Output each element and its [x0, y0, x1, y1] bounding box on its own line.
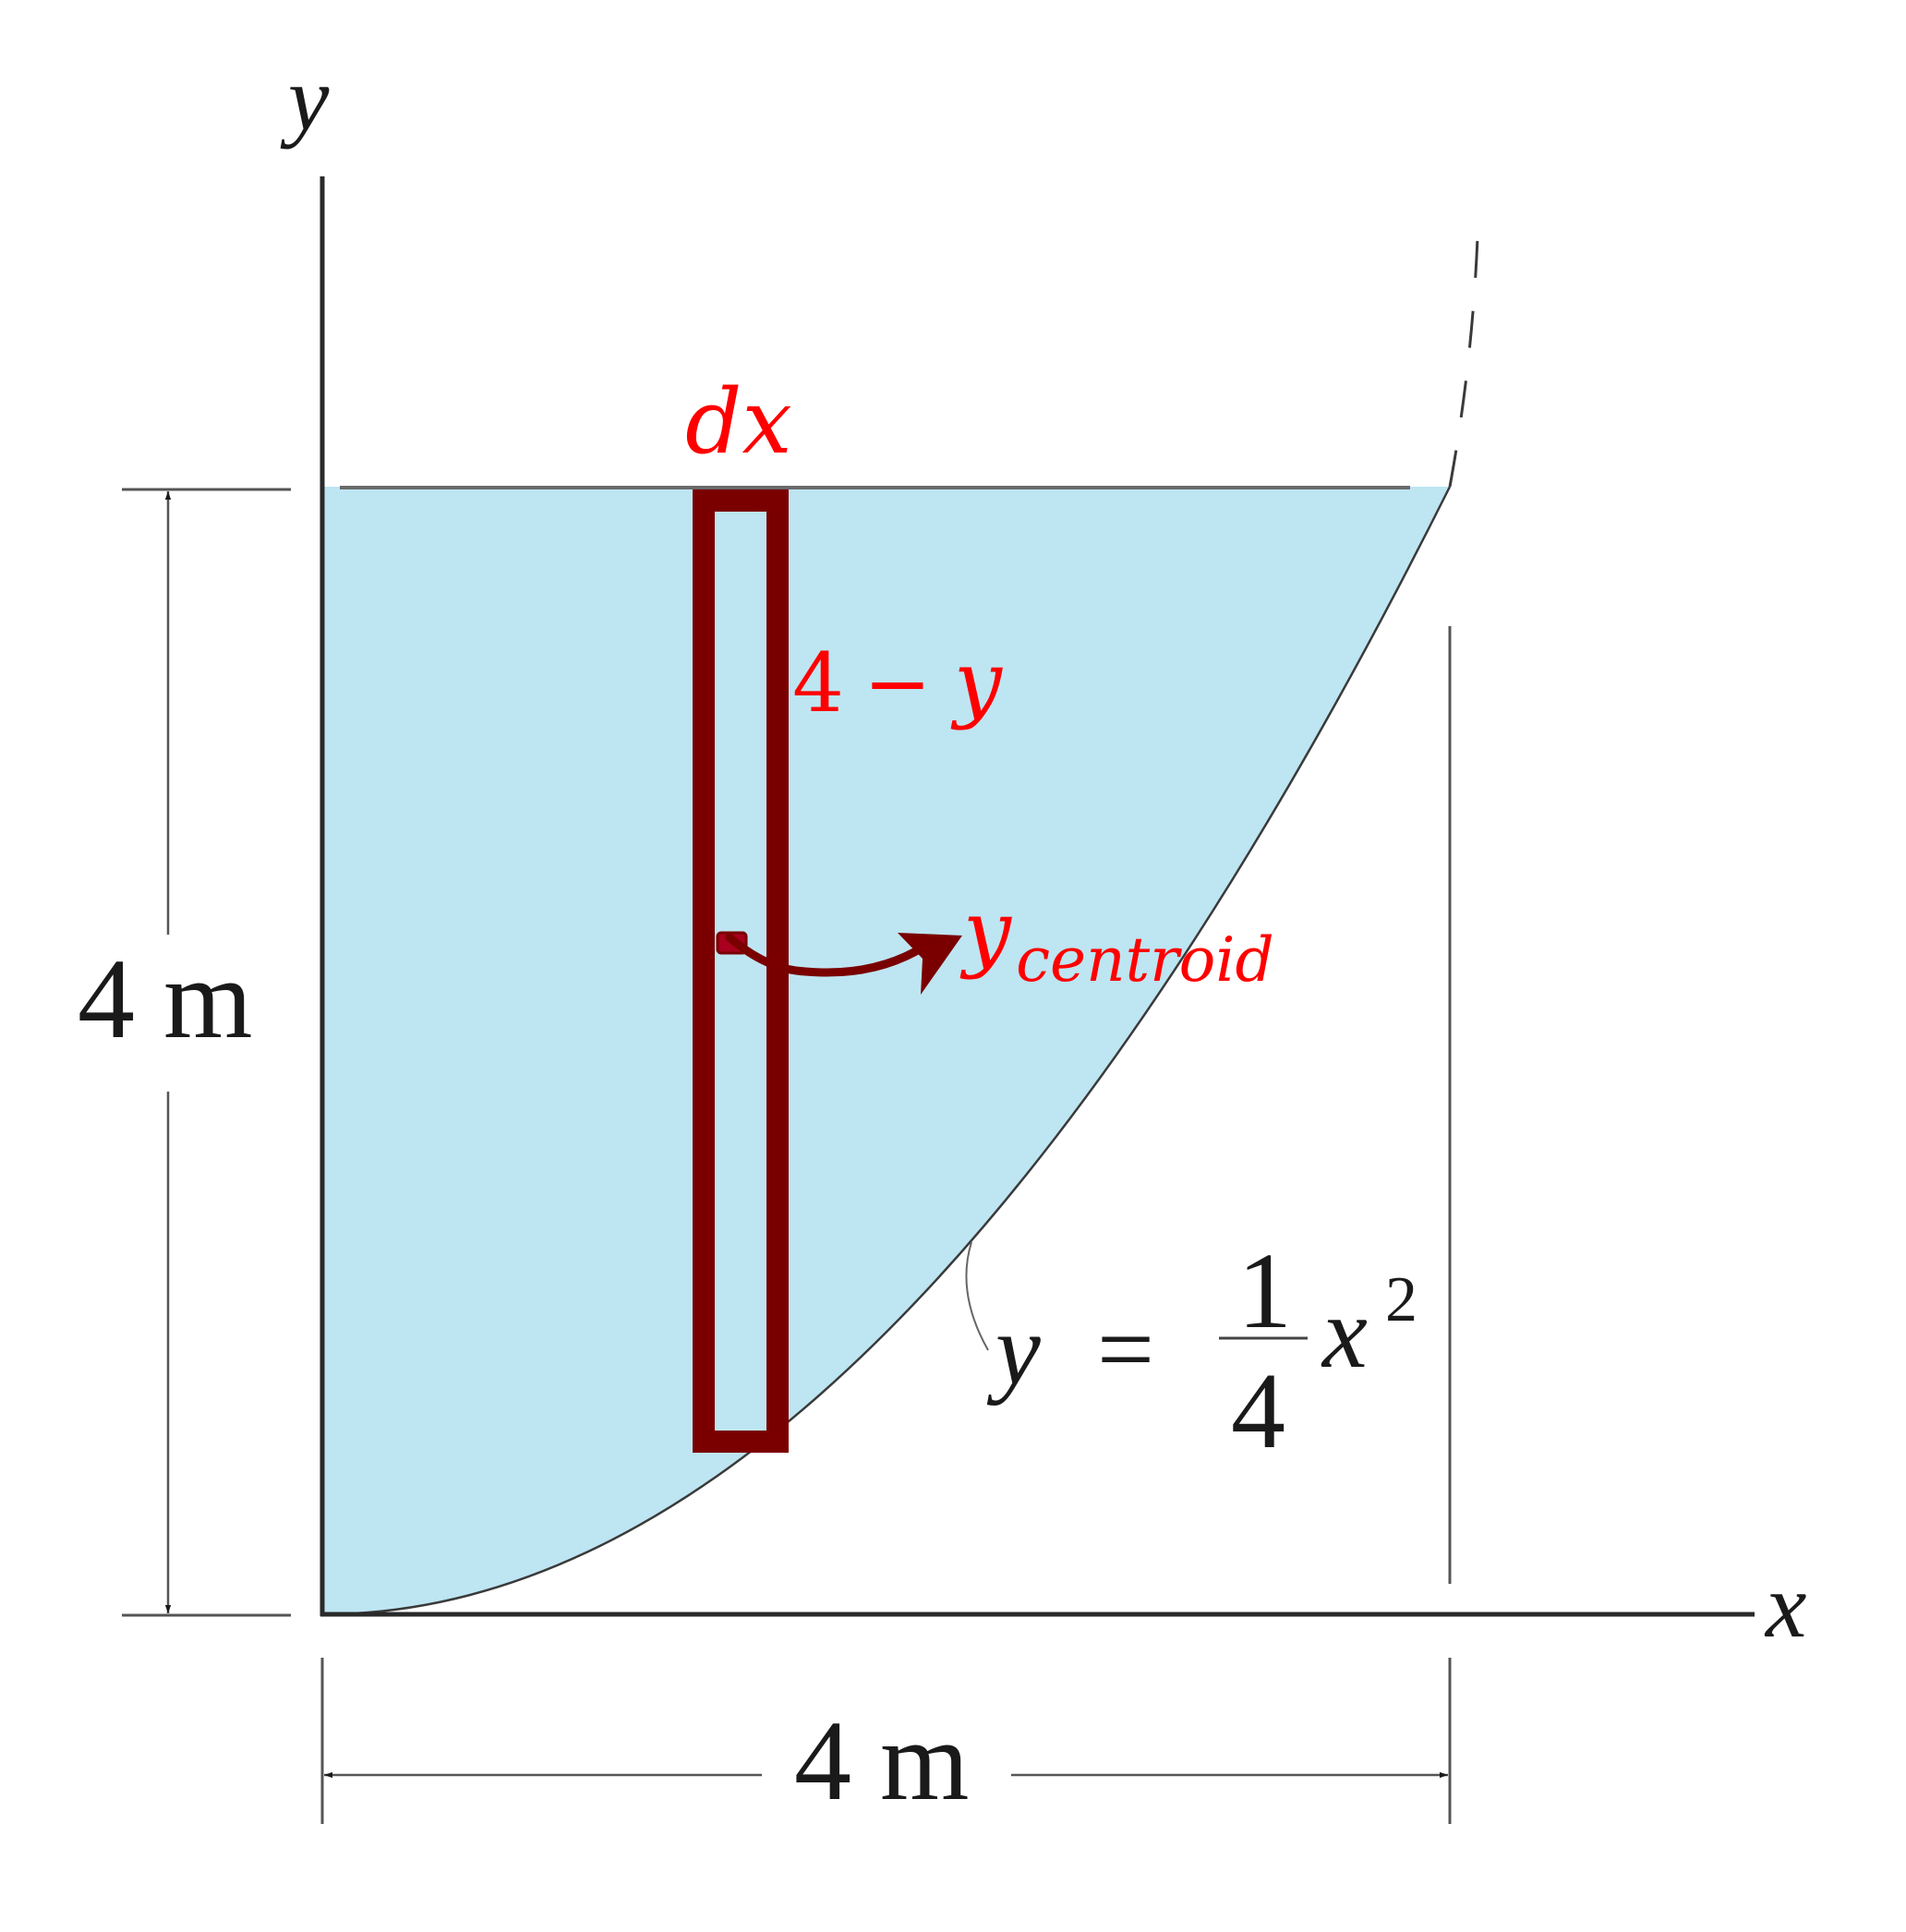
element-height-num: 4: [792, 635, 844, 731]
centroid-label: y centroid: [959, 882, 1274, 996]
equation-equals: =: [1097, 1293, 1154, 1406]
curve-equation: y = 1 4 x 2: [986, 1230, 1417, 1471]
centroid-label-sub: centroid: [1016, 924, 1274, 996]
element-width-label: dx: [685, 370, 792, 474]
equation-exponent: 2: [1385, 1264, 1417, 1335]
centroid-arrow-head: [898, 933, 962, 995]
centroid-label-main: y: [959, 882, 1012, 981]
shaded-region: [322, 487, 1450, 1614]
element-height-op: −: [863, 635, 932, 731]
width-dim-label: 4 m: [794, 1697, 969, 1824]
element-height-var: y: [950, 633, 1003, 731]
equation-numerator: 1: [1237, 1230, 1292, 1351]
x-axis-label: x: [1764, 1554, 1806, 1657]
parabola-extension-dashed: [1448, 209, 1480, 488]
equation-lhs: y: [986, 1293, 1041, 1406]
y-axis-label: y: [280, 47, 330, 150]
equation-variable: x: [1321, 1276, 1368, 1389]
equation-leader: [965, 1241, 989, 1351]
element-height-label: 4 − y: [792, 633, 1003, 731]
differential-element: [693, 489, 789, 1453]
parabola-curve: [321, 486, 1452, 1616]
centroid-arrow-shaft: [725, 933, 921, 977]
height-dim-label: 4 m: [78, 936, 252, 1062]
equation-denominator: 4: [1231, 1350, 1285, 1471]
